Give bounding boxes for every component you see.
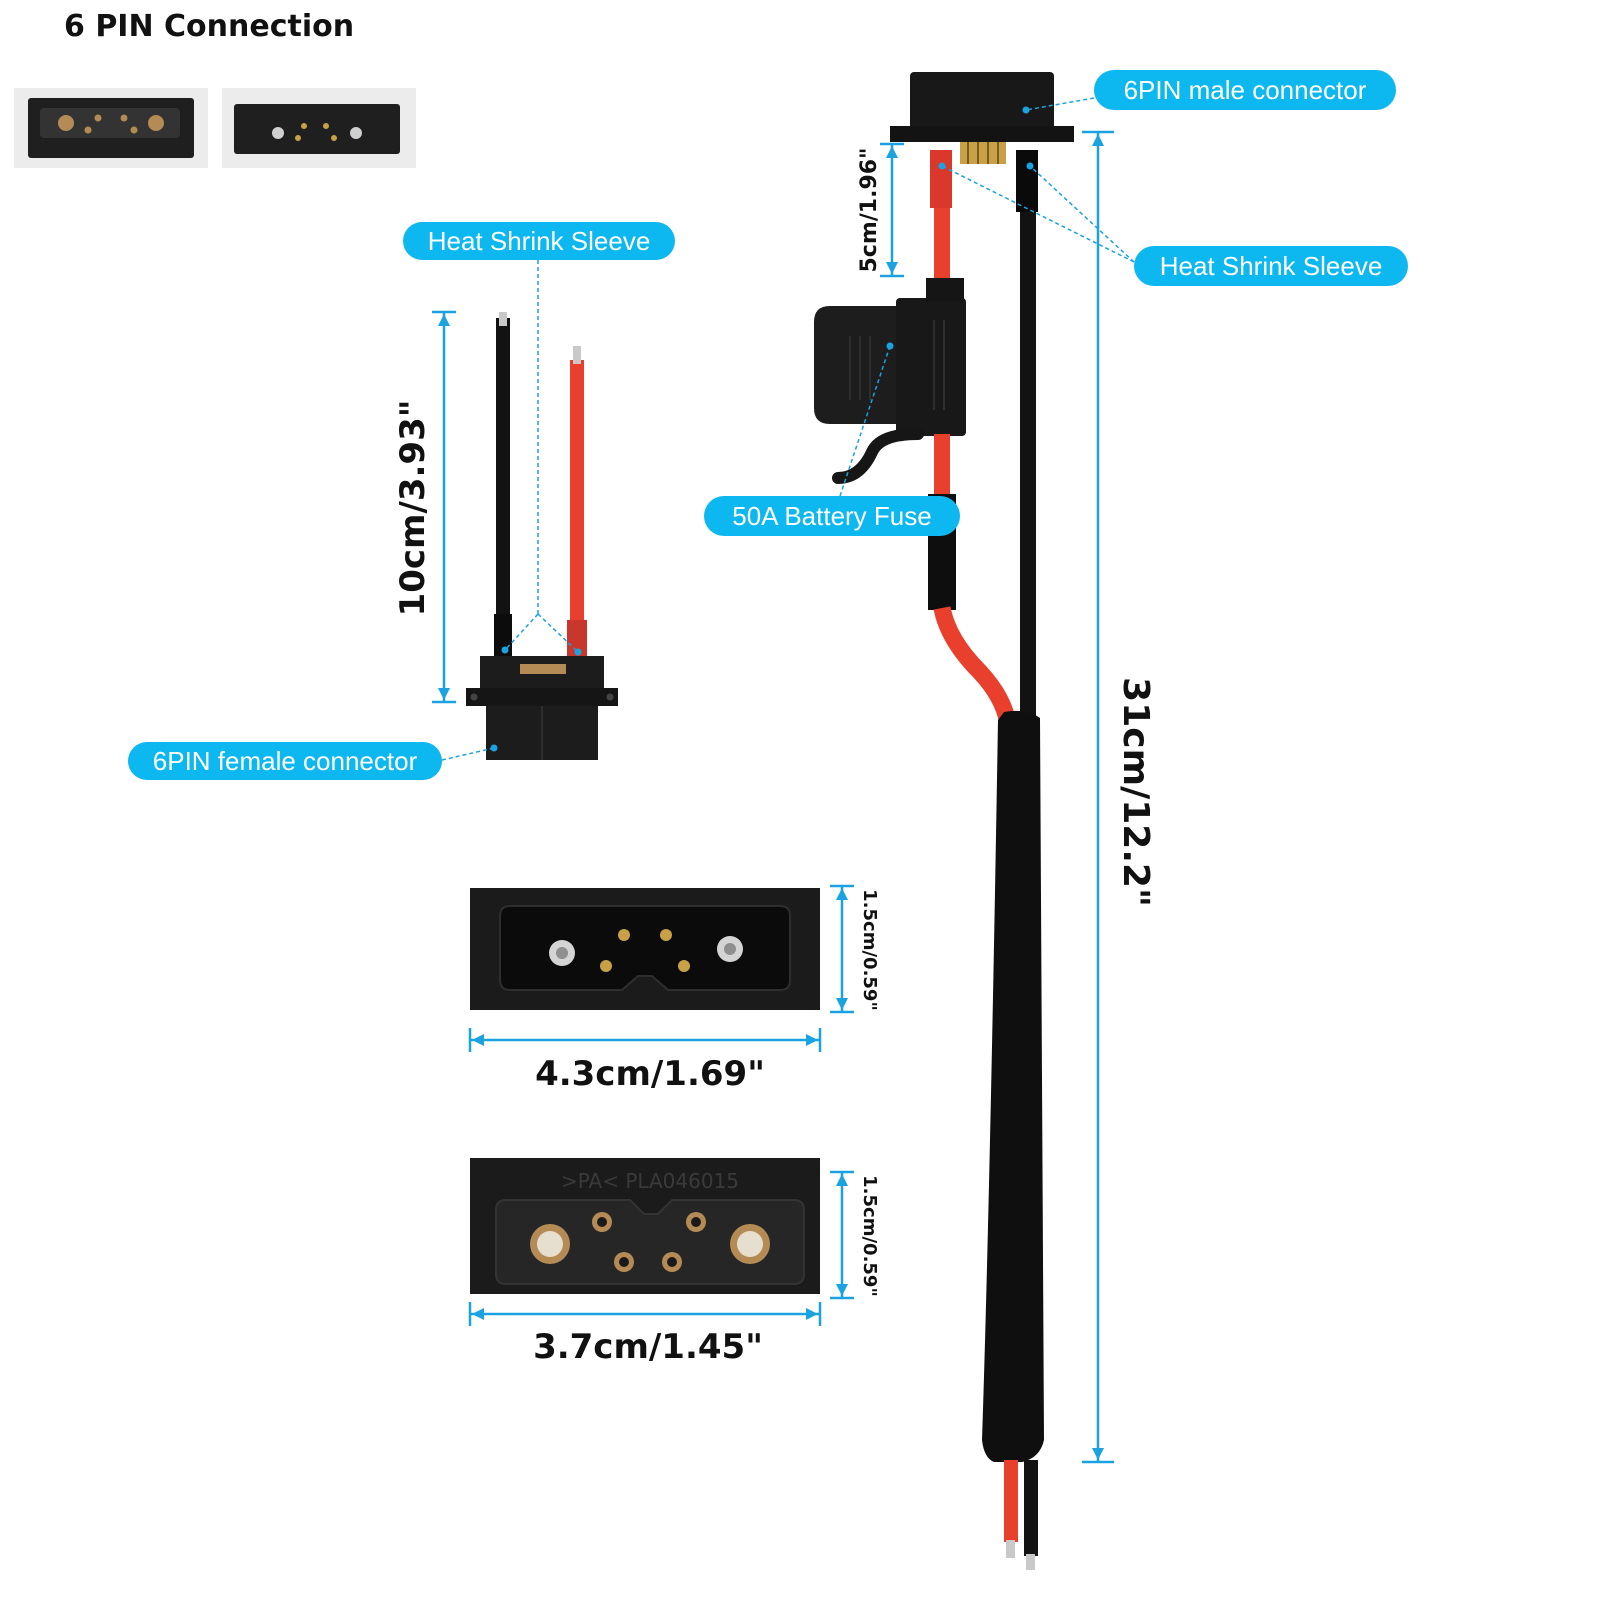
heat-shrink-right-callout: Heat Shrink Sleeve (938, 162, 1408, 286)
heat-shrink-left-label: Heat Shrink Sleeve (428, 226, 651, 256)
main-cable (814, 72, 1074, 1570)
female-connector-callout: 6PIN female connector (128, 742, 498, 780)
male-height-dimension: 1.5cm/0.59" (830, 884, 880, 1014)
female-width-dimension-label: 3.7cm/1.45" (533, 1327, 763, 1367)
short-lead-dimension: 5cm/1.96" (857, 142, 904, 278)
male-width-dimension: 4.3cm/1.69" (468, 1028, 822, 1094)
molded-part-number: >PA< PLA046015 (561, 1169, 739, 1193)
fuse-label: 50A Battery Fuse (732, 501, 931, 531)
total-length-dimension-label: 31cm/12.2" (1115, 677, 1156, 907)
page-title: 6 PIN Connection (64, 9, 354, 44)
female-leads-dimension: 10cm/3.93" (393, 310, 456, 704)
male-connector-label: 6PIN male connector (1124, 75, 1367, 105)
male-height-dimension-label: 1.5cm/0.59" (859, 889, 880, 1011)
short-lead-dimension-label: 5cm/1.96" (857, 147, 882, 272)
female-connector-label: 6PIN female connector (153, 746, 418, 776)
fuse-callout: 50A Battery Fuse (704, 342, 960, 536)
female-height-dimension-label: 1.5cm/0.59" (859, 1175, 880, 1297)
heat-shrink-left-callout: Heat Shrink Sleeve (403, 222, 675, 656)
female-width-dimension: 3.7cm/1.45" (468, 1302, 822, 1367)
female-leads-dimension-label: 10cm/3.93" (393, 400, 433, 617)
male-connector-callout: 6PIN male connector (1022, 70, 1396, 114)
thumbnail-male (222, 88, 416, 168)
female-face: >PA< PLA046015 (470, 1158, 820, 1294)
total-length-dimension: 31cm/12.2" (1082, 130, 1156, 1464)
male-width-dimension-label: 4.3cm/1.69" (535, 1054, 765, 1094)
heat-shrink-right-label: Heat Shrink Sleeve (1160, 251, 1383, 281)
male-face (470, 888, 820, 1010)
female-assembly (466, 312, 618, 760)
thumbnail-female (14, 88, 208, 168)
female-height-dimension: 1.5cm/0.59" (830, 1170, 880, 1300)
